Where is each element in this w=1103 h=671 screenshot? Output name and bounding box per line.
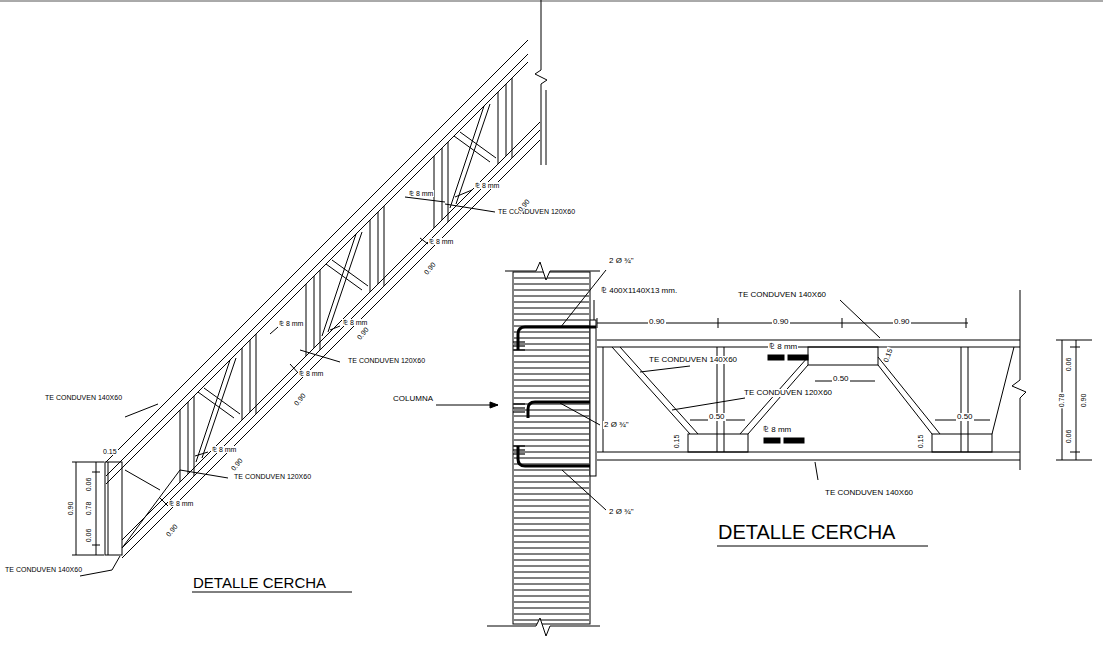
dimension: 0.90 <box>893 318 911 326</box>
member-label: TE CONDUVEN 120X60 <box>233 473 312 480</box>
annotation: ⅊ 8 mm <box>428 238 454 245</box>
dimension: 0.15 <box>102 448 118 455</box>
dimension: 0.90 <box>229 456 244 472</box>
dimension: 0.90 <box>772 318 790 326</box>
member-label: TE CONDUVEN 140X60 <box>4 566 83 573</box>
dimension: 0.90 <box>355 325 370 341</box>
dimension: 0.90 <box>648 318 666 326</box>
dimension: 0.90 <box>68 500 75 516</box>
annotation: ⅊ 400X1140X13 mm. <box>600 287 678 295</box>
member-label: TE CONDUVEN 120X60 <box>743 389 833 397</box>
dimension: 0.90 <box>1081 392 1088 408</box>
annotation: ⅊ 8 mm <box>168 500 194 507</box>
member-label: TE CONDUVEN 120X60 <box>497 208 576 215</box>
dimension: 0.90 <box>164 522 179 538</box>
annotation: DETALLE CERCHA <box>717 522 896 542</box>
dimension: 0.15 <box>674 433 681 449</box>
dimension: 0.06 <box>1066 356 1073 372</box>
member-label: TE CONDUVEN 120X60 <box>347 357 426 364</box>
member-label: TE CONDUVEN 140X60 <box>44 394 123 401</box>
member-label: TE CONDUVEN 140X60 <box>648 356 738 364</box>
annotation: ⅊ 8 mm <box>768 343 798 351</box>
dimension: 0.06 <box>86 527 93 543</box>
annotation: ⅊ 8 mm <box>474 182 500 189</box>
annotation: ⅊ 8 mm <box>298 370 324 377</box>
dimension: 0.06 <box>1066 428 1073 444</box>
isometric-truss <box>106 40 540 558</box>
dimension: 0.78 <box>86 500 93 516</box>
dimension: 0.90 <box>422 260 437 276</box>
annotation: ⅊ 8 mm <box>211 446 237 453</box>
dimension: 0.50 <box>832 375 850 383</box>
annotation: ⅊ 8 mm <box>762 426 792 434</box>
dimension: 0.15 <box>882 346 894 363</box>
member-label: TE CONDUVEN 140X60 <box>824 489 914 497</box>
dimension: 0.50 <box>956 413 974 421</box>
elevation-truss <box>597 290 1092 480</box>
dimension: 0.06 <box>86 476 93 492</box>
dimension: 0.90 <box>292 391 307 407</box>
annotation: 2 Ø ¾" <box>603 421 630 429</box>
dimension: 0.50 <box>708 413 726 421</box>
dimension: 0.15 <box>918 433 925 449</box>
annotation: DETALLE CERCHA <box>192 575 327 590</box>
annotation: ⅊ 8 mm <box>408 190 434 197</box>
column <box>436 262 606 636</box>
annotation: 2 Ø ¾" <box>608 508 635 516</box>
dimension: 0.78 <box>1059 392 1066 408</box>
annotation: 2 Ø ¾" <box>608 257 635 265</box>
member-label: TE CONDUVEN 140X60 <box>737 291 827 299</box>
annotation: ⅊ 8 mm <box>278 320 304 327</box>
annotation: COLUMNA <box>392 395 434 403</box>
